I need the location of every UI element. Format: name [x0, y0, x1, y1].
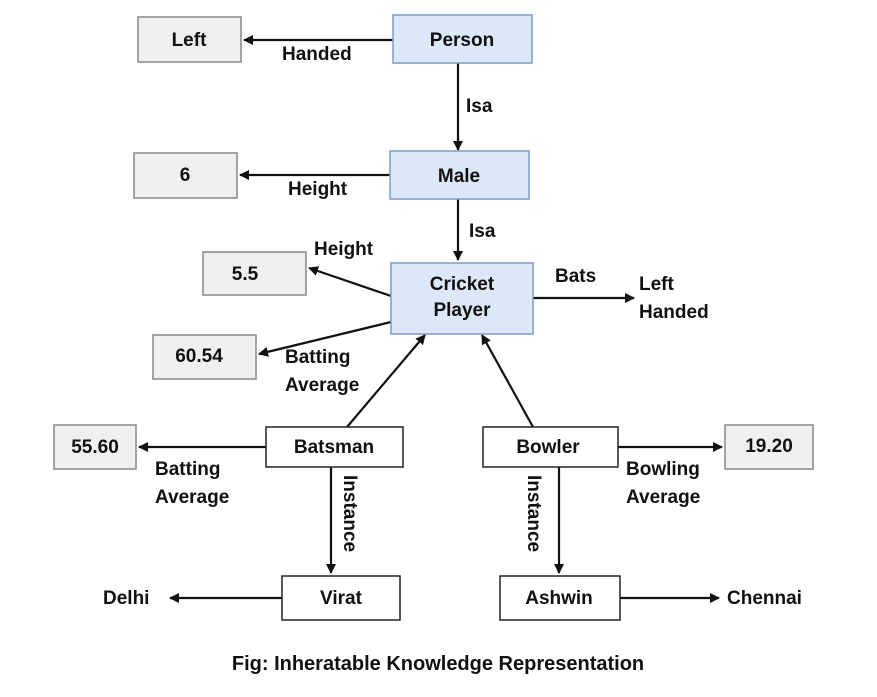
value-nineteen: 19.20 — [724, 424, 814, 470]
node-virat: Virat — [281, 575, 401, 621]
node-bowler-label: Bowler — [516, 437, 580, 458]
value-five-five: 5.5 — [202, 251, 307, 296]
value-five-five-label: 5.5 — [232, 264, 259, 285]
label-instance-1: Instance — [339, 475, 360, 552]
label-batting-avg-cp-line2: Average — [285, 375, 359, 396]
value-left-label: Left — [172, 30, 208, 51]
value-left-handed-line2: Handed — [639, 302, 709, 323]
figure-caption: Fig: Inheratable Knowledge Representatio… — [232, 653, 644, 675]
value-sixty-label: 60.54 — [175, 346, 223, 367]
edge-cricket-five — [308, 266, 392, 298]
node-ashwin: Ashwin — [499, 575, 621, 621]
label-bats: Bats — [555, 266, 596, 287]
label-bowling-avg-line2: Average — [626, 487, 700, 508]
node-cricket-player-line1: Cricket — [430, 274, 495, 295]
value-sixty: 60.54 — [152, 334, 257, 380]
value-left: Left — [137, 16, 242, 63]
node-virat-label: Virat — [320, 588, 363, 609]
node-cricket-player-line2: Player — [433, 300, 491, 321]
label-batting-avg-cp-line1: Batting — [285, 347, 350, 368]
value-nineteen-label: 19.20 — [745, 436, 793, 457]
node-person-label: Person — [430, 30, 494, 51]
node-cricket-player: Cricket Player — [390, 262, 534, 335]
label-bowling-avg-line1: Bowling — [626, 459, 700, 480]
label-height-2: Height — [314, 239, 374, 260]
label-batting-avg-bm-line2: Average — [155, 487, 229, 508]
edge-batsman-cricket — [346, 334, 426, 428]
value-fifty-five: 55.60 — [53, 424, 137, 470]
value-fifty-five-label: 55.60 — [71, 437, 119, 458]
node-male: Male — [389, 150, 530, 200]
value-six: 6 — [133, 152, 238, 199]
edge-cricket-sixty — [258, 320, 392, 357]
label-isa-1: Isa — [466, 96, 493, 117]
value-left-handed-line1: Left — [639, 274, 675, 295]
value-six-label: 6 — [180, 165, 191, 186]
node-person: Person — [392, 14, 533, 64]
node-batsman: Batsman — [265, 426, 404, 468]
label-height-1: Height — [288, 179, 348, 200]
label-instance-2: Instance — [523, 475, 544, 552]
node-ashwin-label: Ashwin — [525, 588, 593, 609]
edge-bowler-cricket — [481, 334, 534, 428]
node-male-label: Male — [438, 166, 480, 187]
node-bowler: Bowler — [482, 426, 619, 468]
label-handed: Handed — [282, 44, 352, 65]
value-chennai: Chennai — [727, 588, 802, 609]
value-delhi: Delhi — [103, 588, 149, 609]
node-batsman-label: Batsman — [294, 437, 374, 458]
label-isa-2: Isa — [469, 221, 496, 242]
label-batting-avg-bm-line1: Batting — [155, 459, 220, 480]
